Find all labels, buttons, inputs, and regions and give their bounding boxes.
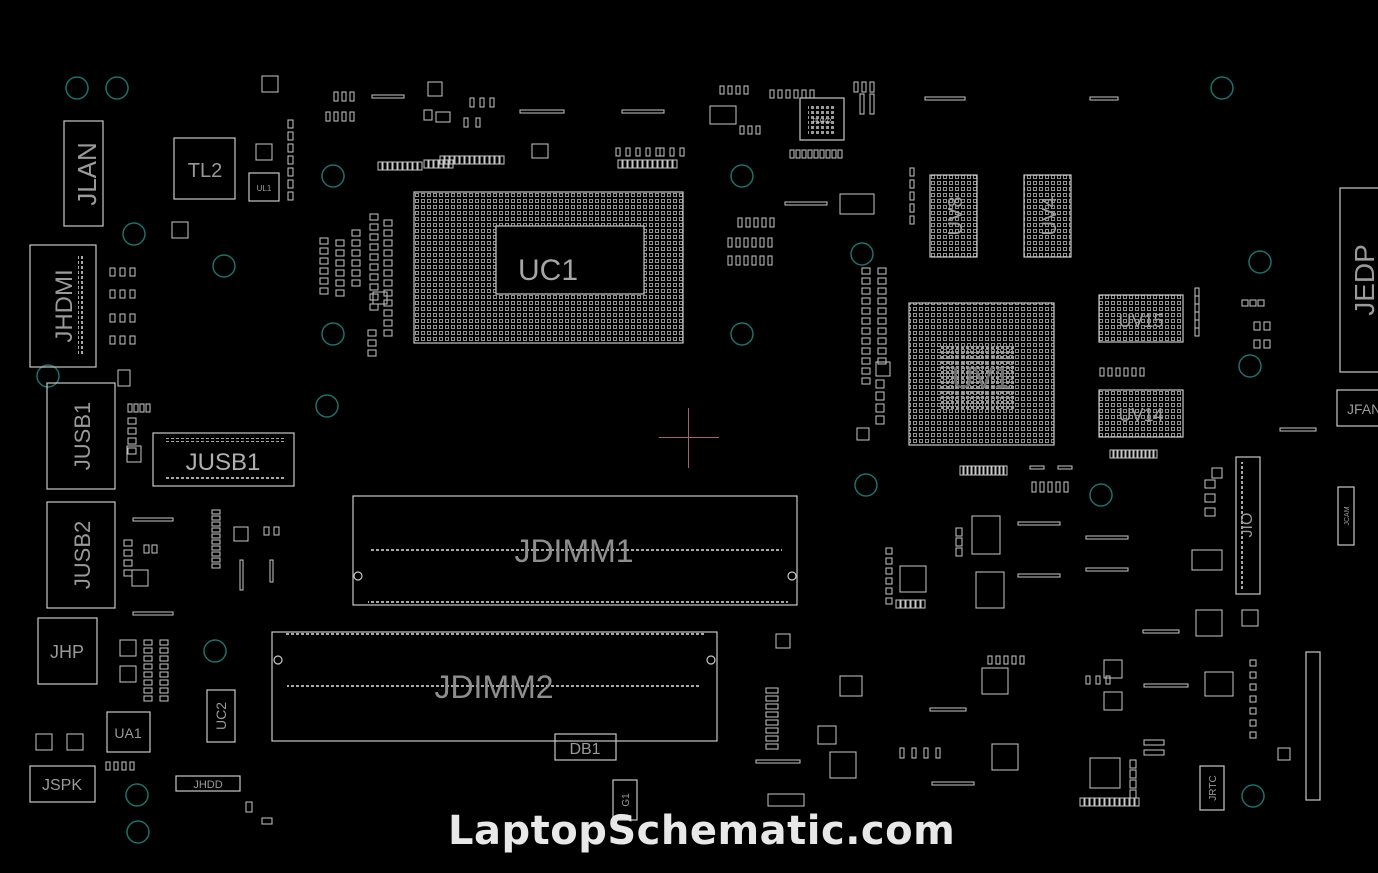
crosshair-cursor-h	[659, 437, 719, 438]
jngff-outline[interactable]	[152, 432, 295, 487]
jdimm1-outline[interactable]	[352, 495, 798, 606]
label-g1: G1	[621, 793, 632, 807]
jedp-outline[interactable]	[1339, 187, 1378, 373]
pu402-outline[interactable]	[799, 97, 845, 141]
label-uv1: UV1	[952, 362, 1010, 395]
label-ul1: UL1	[257, 184, 272, 193]
db1-outline[interactable]	[554, 733, 617, 761]
label-uv14: UV14	[1118, 405, 1163, 425]
jio-outline[interactable]	[1235, 456, 1261, 595]
label-uc2: UC2	[213, 702, 229, 730]
label-jrtc: JRTC	[1208, 775, 1219, 800]
label-jdimm2: JDIMM2	[434, 669, 553, 705]
tl2-outline[interactable]	[173, 137, 236, 200]
uv15-outline[interactable]	[1098, 294, 1184, 343]
g1-outline[interactable]	[612, 779, 638, 821]
jfan-outline[interactable]	[1336, 389, 1378, 427]
uv4-outline[interactable]	[1023, 174, 1072, 258]
label-jhp: JHP	[50, 642, 84, 662]
ul1-outline[interactable]	[248, 172, 280, 202]
label-jfan: JFAN	[1347, 401, 1378, 417]
label-db1: DB1	[569, 741, 600, 758]
jhp-outline[interactable]	[37, 617, 98, 685]
ua1-outline[interactable]	[106, 711, 151, 753]
label-uv15: UV15	[1118, 311, 1163, 331]
label-jusb1: JUSB1	[70, 402, 95, 470]
jusb1-outline[interactable]	[46, 382, 116, 490]
uc2-outline[interactable]	[206, 689, 236, 743]
label-jspk: JSPK	[42, 777, 82, 794]
label-jusb2: JUSB2	[70, 521, 95, 589]
watermark-text: LaptopSchematic.com	[448, 808, 956, 854]
connector-strip	[1305, 651, 1321, 801]
label-jlan: JLAN	[72, 142, 102, 206]
jdimm2-outline[interactable]	[271, 631, 718, 742]
label-tl2: TL2	[188, 160, 222, 182]
jcam-outline[interactable]	[1337, 486, 1355, 546]
jrtc-outline[interactable]	[1199, 765, 1225, 811]
label-uv4: UV4	[1039, 197, 1061, 236]
label-jcam: JCAM	[1344, 506, 1351, 525]
jspk-outline[interactable]	[29, 765, 96, 803]
smd-parts	[35, 75, 1317, 825]
label-uv8: UV8	[945, 197, 967, 236]
mounting-holes	[36, 76, 1272, 844]
jlan-outline[interactable]	[63, 120, 104, 227]
uv8-outline[interactable]	[929, 174, 978, 258]
label-ua1: UA1	[114, 725, 141, 741]
component-labels: UC1 UV1 JDIMM1 JDIMM2 JUSB1 TL2 UV15 UV1…	[42, 119, 1378, 807]
label-jhdmi: JHDMI	[51, 269, 78, 342]
jhdd-outline[interactable]	[175, 775, 241, 792]
label-jhdd: JHDD	[193, 779, 222, 791]
label-uc1: UC1	[518, 254, 578, 287]
crosshair-cursor-v	[688, 408, 689, 468]
label-jio: JIO	[1239, 513, 1256, 538]
jhdmi-outline[interactable]	[29, 244, 97, 368]
main-components	[29, 97, 1378, 821]
label-jedp: JEDP	[1349, 244, 1378, 316]
label-jngff: JUSB1	[186, 449, 261, 476]
uv14-outline[interactable]	[1098, 389, 1184, 438]
jusb2-outline[interactable]	[46, 501, 116, 609]
label-jdimm1: JDIMM1	[514, 533, 633, 569]
label-pu402: PU402	[813, 119, 832, 125]
